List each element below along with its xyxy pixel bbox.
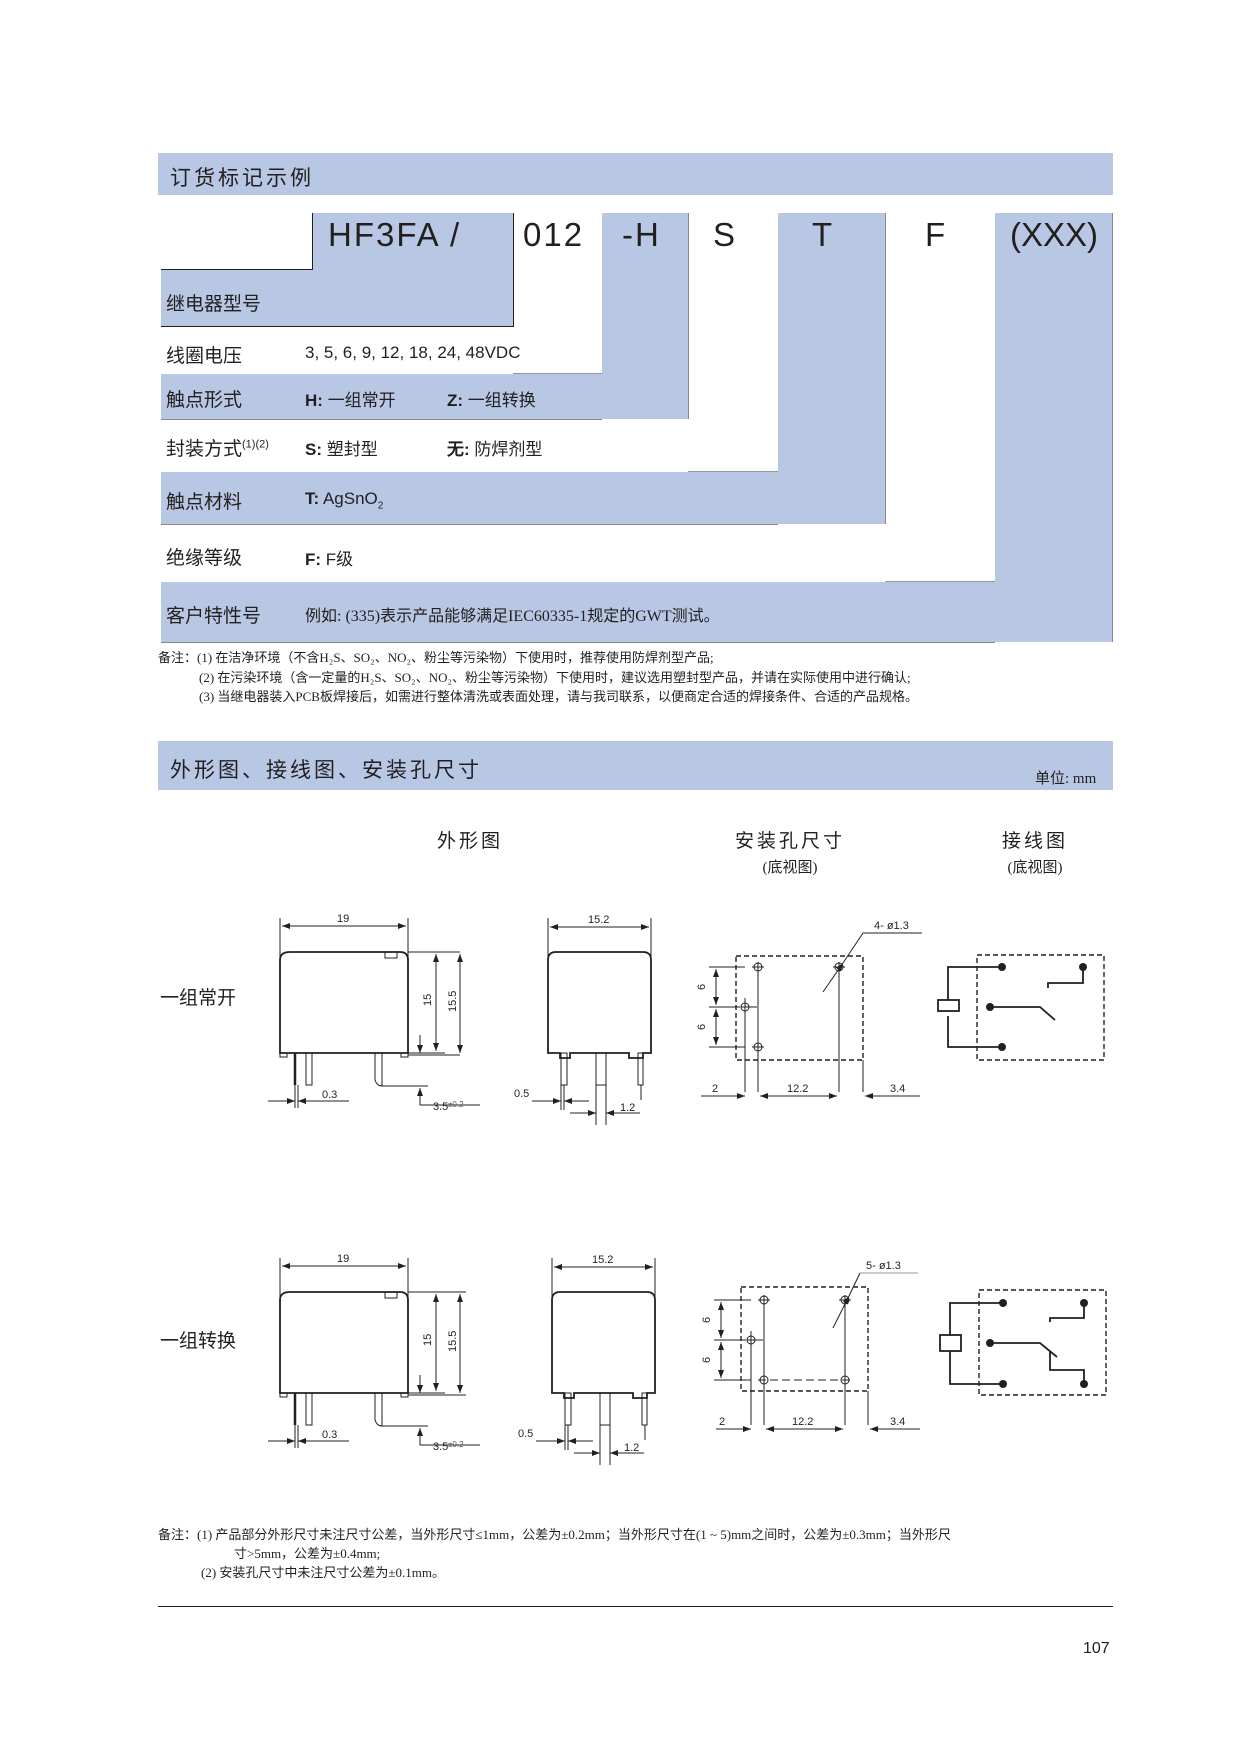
opt-key-f: F:	[305, 550, 322, 569]
opt-val-s: 塑封型	[326, 440, 378, 459]
code-model: HF3FA /	[328, 216, 462, 253]
svg-text:15.5: 15.5	[447, 1331, 459, 1352]
code-block-contact-form	[602, 213, 689, 419]
ordering-section-title: 订货标记示例	[170, 167, 314, 190]
svg-text:1.2: 1.2	[624, 1442, 639, 1454]
opt-key-h: H:	[305, 391, 323, 410]
svg-text:3.4: 3.4	[890, 1083, 905, 1095]
row-value-contact-form: H: 一组常开	[305, 386, 396, 411]
code-insulation: F	[925, 216, 948, 253]
svg-text:0.3: 0.3	[322, 1429, 337, 1441]
col-title-holes: 安装孔尺寸	[734, 831, 845, 852]
svg-text:12.2: 12.2	[792, 1416, 813, 1428]
opt-key-t: T:	[305, 489, 320, 508]
svg-text:6: 6	[701, 1317, 713, 1323]
svg-text:6: 6	[696, 1024, 708, 1030]
svg-text:±0.2: ±0.2	[448, 1440, 464, 1449]
row-value-package: S: 塑封型	[305, 435, 378, 460]
svg-text:15: 15	[422, 1334, 434, 1346]
ordering-note-1: 备注：(1) 在洁净环境（不含H₂S、SO₂、NO₂、粉尘等污染物）下使用时，推…	[158, 650, 714, 665]
opt-key-z: Z:	[447, 391, 464, 410]
dimension-note-1: 备注：(1) 产品部分外形尺寸未注尺寸公差，当外形尺寸≤1mm，公差为±0.2m…	[158, 1527, 951, 1542]
opt-key-s: S:	[305, 440, 322, 459]
code-block-model-row	[161, 270, 313, 327]
opt-val-none: 防焊剂型	[474, 440, 543, 459]
holes-label-1: 4- ø1.3	[874, 920, 909, 932]
holes-label-2: 5- ø1.3	[866, 1260, 901, 1272]
model-block-left-rule	[312, 213, 313, 270]
dimension-note-2: (2) 安装孔尺寸中未注尺寸公差为±0.1mm。	[201, 1565, 446, 1580]
row-value-contact-material: T: AgSnO2	[305, 489, 384, 512]
opt-val-t: AgSnO	[322, 489, 378, 508]
svg-text:3.4: 3.4	[890, 1416, 905, 1428]
opt-val-h: 一组常开	[327, 391, 396, 410]
ordering-section-header	[158, 153, 1113, 195]
row-label-voltage: 线圈电压	[166, 346, 243, 367]
code-package: S	[713, 216, 738, 253]
row-value-voltage: 3, 5, 6, 9, 12, 18, 24, 48VDC	[305, 343, 521, 362]
code-contact-form: -H	[622, 216, 661, 253]
footer-rule	[158, 1606, 1113, 1607]
page-number: 107	[1083, 1640, 1110, 1657]
svg-text:3.5: 3.5	[433, 1441, 448, 1453]
ordering-note-2: (2) 在污染环境（含一定量的H₂S、SO₂、NO₂、粉尘等污染物）下使用时，建…	[199, 670, 911, 685]
row-label-customer: 客户特性号	[166, 606, 262, 627]
svg-text:6: 6	[696, 984, 708, 990]
row-label-contact-material: 触点材料	[166, 492, 243, 513]
dim-pin-length: 3.5	[433, 1101, 448, 1113]
code-customer: (XXX)	[1010, 216, 1099, 253]
opt-val-z: 一组转换	[467, 391, 536, 410]
code-block-contact-material	[778, 213, 886, 524]
row-name-normally-open: 一组常开	[160, 988, 237, 1009]
row-customer-bg	[161, 582, 995, 643]
dim-length: 19	[337, 913, 349, 925]
dim-pin-thickness: 0.3	[322, 1089, 337, 1101]
dim-pin-spacing: 1.2	[620, 1102, 635, 1114]
row-label-insulation: 绝缘等级	[166, 548, 243, 569]
row-name-changeover: 一组转换	[160, 1331, 237, 1352]
dim-pin-width: 0.5	[514, 1088, 529, 1100]
row-value-package-2: 无: 防焊剂型	[447, 435, 542, 460]
dimension-note-1-cont: 寸>5mm，公差为±0.4mm;	[234, 1546, 381, 1561]
opt-key-none: 无:	[447, 440, 470, 459]
row-value-customer: 例如: (335)表示产品能够满足IEC60335-1规定的GWT测试。	[305, 608, 720, 625]
unit-label: 单位: mm	[1035, 771, 1097, 787]
ordering-note-3: (3) 当继电器装入PCB板焊接后，如需进行整体清洗或表面处理，请与我司联系，以…	[199, 689, 918, 704]
code-voltage: 012	[523, 216, 585, 253]
svg-text:6: 6	[701, 1357, 713, 1363]
svg-text:12.2: 12.2	[787, 1083, 808, 1095]
svg-text:19: 19	[337, 1253, 349, 1265]
dim-height-total: 15.5	[447, 991, 459, 1012]
col-subtitle-holes: (底视图)	[762, 860, 818, 876]
row-contact-material-bg	[161, 472, 778, 525]
svg-text:2: 2	[712, 1083, 718, 1095]
row-label-contact-form: 触点形式	[166, 390, 243, 411]
col-subtitle-wiring: (底视图)	[1007, 860, 1063, 876]
dim-height-body: 15	[422, 994, 434, 1006]
svg-text:±0.2: ±0.2	[448, 1100, 464, 1109]
opt-val-f: F级	[325, 550, 354, 569]
row-value-insulation: F: F级	[305, 545, 353, 570]
svg-text:2: 2	[719, 1416, 725, 1428]
row-label-package: 封装方式(1)(2)	[166, 438, 269, 460]
dimensions-section-title: 外形图、接线图、安装孔尺寸	[170, 759, 482, 782]
dim-width: 15.2	[588, 914, 609, 926]
code-block-customer	[995, 213, 1113, 642]
col-title-wiring: 接线图	[1001, 831, 1068, 852]
code-contact-material: T	[812, 216, 835, 253]
svg-text:15.2: 15.2	[592, 1254, 613, 1266]
row-value-contact-form-2: Z: 一组转换	[447, 386, 536, 411]
model-row-top-rule	[161, 269, 313, 270]
row-label-model: 继电器型号	[166, 294, 262, 315]
dimensions-section-header	[158, 741, 1113, 790]
svg-text:0.5: 0.5	[518, 1428, 533, 1440]
col-title-outline: 外形图	[436, 831, 503, 852]
row-contact-form-bg	[161, 374, 602, 420]
code-block-model	[313, 213, 514, 327]
